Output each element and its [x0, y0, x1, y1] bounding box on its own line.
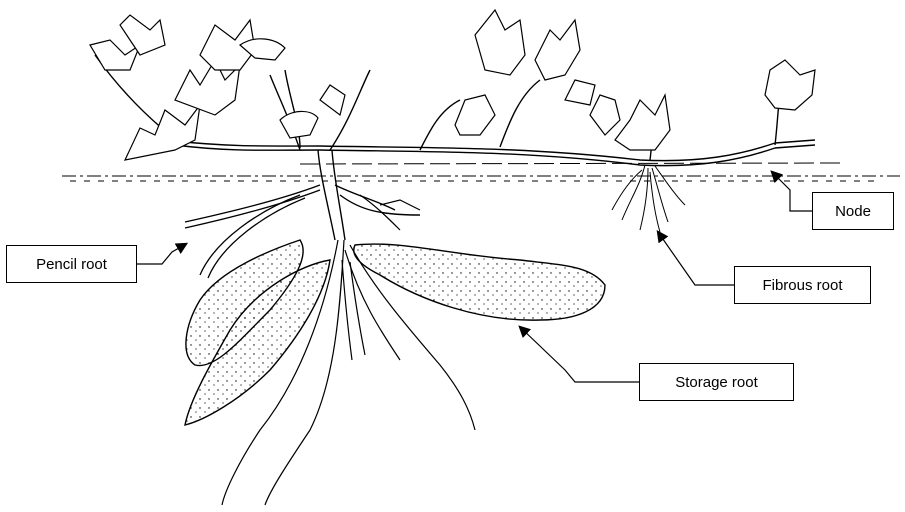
fibrous-roots-node	[612, 165, 685, 232]
label-node: Node	[812, 192, 894, 230]
pointer-node	[772, 172, 812, 211]
pointer-pencil-root	[137, 244, 186, 264]
pointer-storage-root	[520, 327, 639, 382]
storage-root-right	[354, 244, 605, 320]
pointer-fibrous-root	[658, 232, 734, 285]
storage-roots	[185, 240, 605, 425]
label-fibrous-root: Fibrous root	[734, 266, 871, 304]
leaves	[90, 10, 815, 160]
soil-line	[62, 163, 900, 181]
label-pencil-root: Pencil root	[6, 245, 137, 283]
label-storage-root: Storage root	[639, 363, 794, 401]
